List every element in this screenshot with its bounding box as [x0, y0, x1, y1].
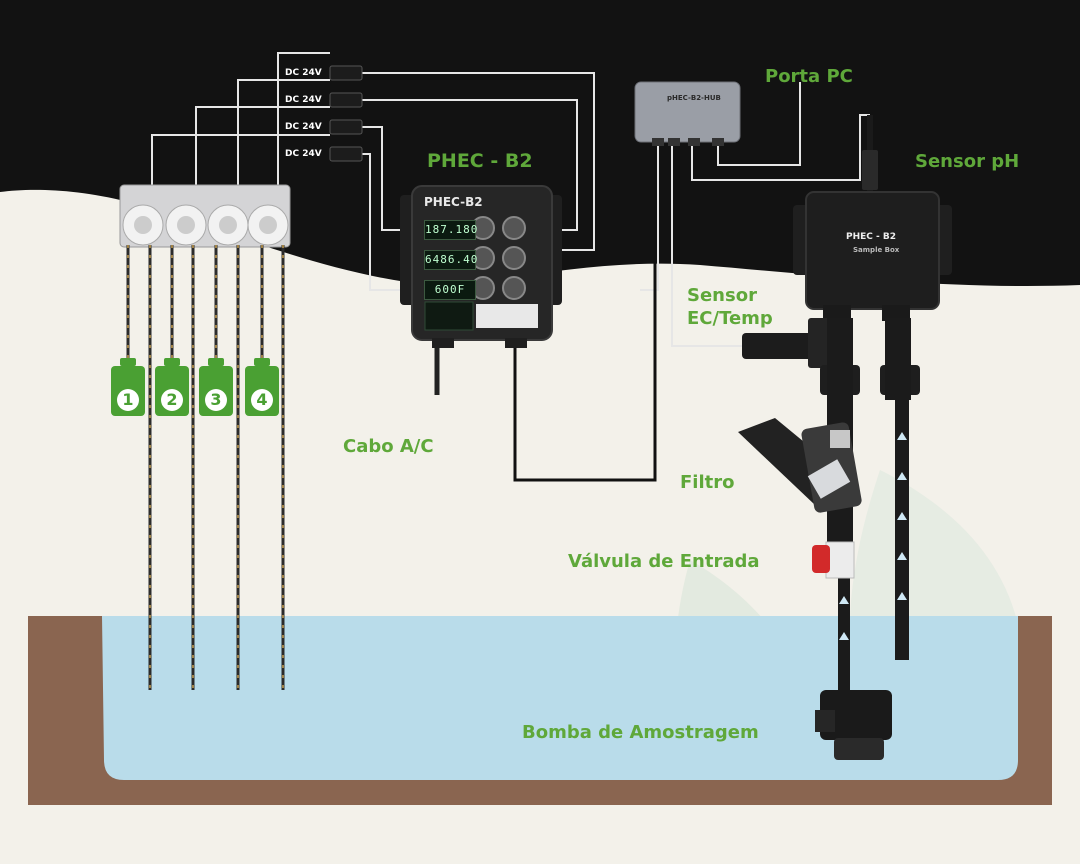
dosing-tubes-stripes: [127, 245, 284, 690]
sample-box-title: PHEC - B2: [846, 232, 897, 242]
label-valvula: Válvula de Entrada: [568, 551, 760, 572]
inlet-valve: [812, 541, 855, 579]
bottle-number-1: 1: [117, 389, 139, 411]
controller-lcd-1: 187.180: [424, 220, 477, 240]
flow-arrows: [839, 432, 907, 640]
power-adapters: [329, 65, 363, 162]
controller-lcd-2: 6486.40: [424, 250, 477, 270]
label-phec-b2: PHEC - B2: [427, 150, 533, 172]
y-filter: [738, 418, 862, 513]
bottle-number-2: 2: [161, 389, 183, 411]
dosing-pumps: [119, 184, 291, 248]
controller-lcd-3: 600F: [424, 280, 476, 300]
hub-model-label: pHEC-B2-HUB: [667, 94, 721, 102]
power-adapter-label-1: DC 24V: [285, 68, 322, 78]
label-sensor-ph: Sensor pH: [915, 151, 1020, 172]
label-sensor-ec-line2: EC/Temp: [687, 308, 773, 329]
label-cabo-ac: Cabo A/C: [343, 436, 434, 457]
label-sensor-ec-line1: Sensor: [687, 285, 757, 306]
label-bomba: Bomba de Amostragem: [522, 722, 759, 743]
controller-brand: PHEC-B2: [424, 195, 483, 209]
power-adapter-label-3: DC 24V: [285, 122, 322, 132]
sampling-pump: [815, 684, 892, 760]
sample-pipes: [742, 318, 920, 690]
sample-box-subtitle: Sample Box: [853, 246, 900, 254]
bottle-number-3: 3: [205, 389, 227, 411]
bottle-number-4: 4: [251, 389, 273, 411]
sample-box: [793, 191, 952, 321]
ph-probe-head: [862, 150, 878, 190]
sensor-cables: [640, 82, 870, 347]
label-porta-pc: Porta PC: [765, 66, 853, 87]
reservoir-water: [102, 616, 1018, 780]
power-adapter-label-4: DC 24V: [285, 149, 322, 159]
power-adapter-label-2: DC 24V: [285, 95, 322, 105]
label-filtro: Filtro: [680, 472, 735, 493]
phec-b2-hub: [634, 81, 741, 146]
power-wires: [151, 52, 595, 291]
controller-hub-cable: [513, 142, 657, 482]
